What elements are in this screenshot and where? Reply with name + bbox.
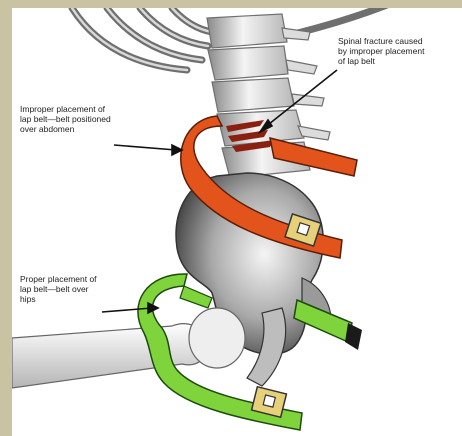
femur	[12, 308, 245, 388]
spine-pelvis-diagram	[12, 8, 462, 436]
label-improper-placement: Improper placement of lap belt—belt posi…	[20, 104, 142, 134]
illustration-panel: Spinal fracture caused by improper place…	[12, 8, 462, 436]
label-proper-placement: Proper placement of lap belt—belt over h…	[20, 274, 140, 304]
label-spinal-fracture: Spinal fracture caused by improper place…	[338, 36, 462, 66]
arrow-improper-placement	[114, 145, 176, 150]
